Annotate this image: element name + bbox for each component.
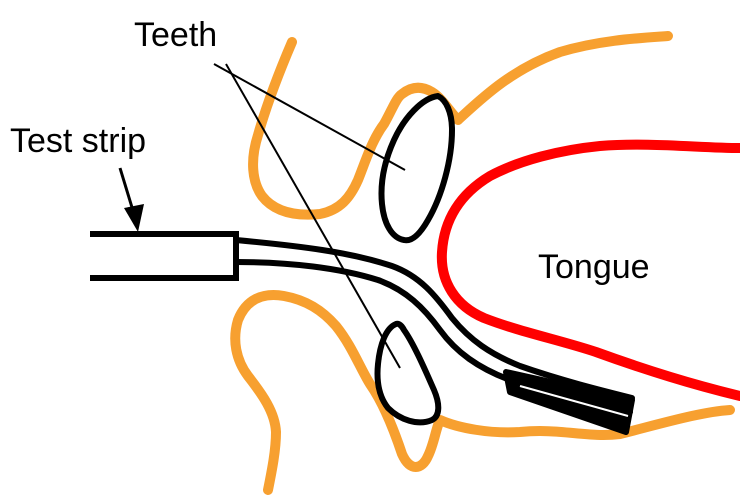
teeth-leader-lower	[226, 64, 400, 368]
teeth-leader-upper	[214, 64, 405, 170]
test-strip-arrow-head	[124, 204, 144, 232]
tongue-label: Tongue	[538, 248, 650, 286]
test-strip-label: Test strip	[10, 122, 146, 160]
test-strip-handle	[90, 234, 236, 278]
lower-tooth	[377, 324, 438, 423]
teeth-label: Teeth	[134, 16, 217, 54]
upper-lip-outline	[253, 36, 668, 215]
lower-lip-outline	[235, 295, 730, 490]
